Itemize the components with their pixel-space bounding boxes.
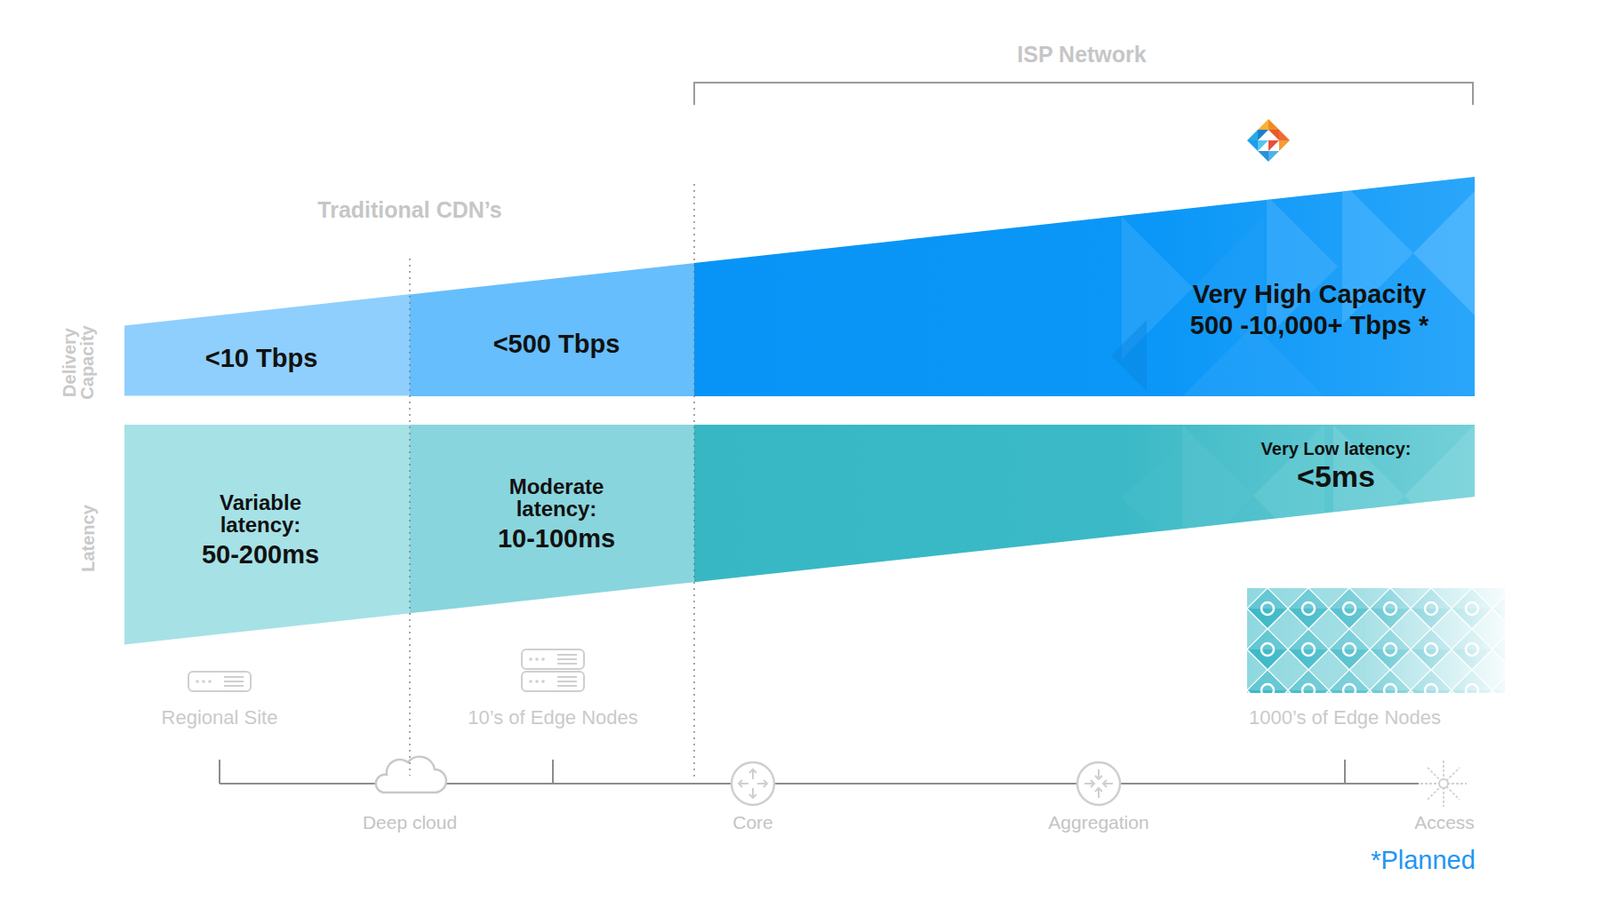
logo-triangle <box>1247 129 1258 141</box>
server-icon <box>188 672 251 692</box>
router-arrows <box>738 769 768 799</box>
server-lines <box>557 677 577 687</box>
server-icon <box>521 672 584 692</box>
latency-value: <5ms <box>1296 461 1376 494</box>
capacity-value: 500 -10,000+ Tbps * <box>1190 312 1429 339</box>
server-lines <box>557 655 577 664</box>
access-starburst <box>1420 760 1467 808</box>
icon-label: 1000’s of Edge Nodes <box>1248 708 1441 728</box>
access-hub <box>1439 779 1448 789</box>
icon-label: Regional Site <box>161 708 279 728</box>
logo-triangle <box>1268 119 1280 130</box>
latency-heading: Variable latency: <box>202 491 319 536</box>
latency-band: Variable latency: 50-200ms <box>124 424 411 646</box>
capacity-band: Very High Capacity 500 -10,000+ Tbps * <box>694 176 1475 397</box>
latency-heading: Moderate latency: <box>498 475 615 520</box>
logo-triangle <box>1257 140 1269 152</box>
logo-triangle <box>1268 140 1280 152</box>
capacity-band: <10 Tbps <box>124 294 411 397</box>
logo-triangle <box>1247 140 1258 152</box>
cloud-icon <box>376 757 447 793</box>
footnote: *Planned <box>1370 848 1476 874</box>
axis-tick <box>219 760 1345 784</box>
axis-label: Delivery Capacity <box>60 320 96 406</box>
logo-triangle <box>1268 129 1280 141</box>
axis-point-label: Core <box>732 813 774 832</box>
logo-triangle <box>1279 140 1290 152</box>
core-router-icon <box>731 762 775 806</box>
axis-point-label: Deep cloud <box>362 813 457 832</box>
band-shape <box>694 176 1475 397</box>
logo-triangle <box>1257 151 1269 162</box>
server-dot <box>528 657 533 662</box>
capacity-value: <500 Tbps <box>493 330 621 358</box>
latency-value: 10-100ms <box>497 525 616 552</box>
decor-triangle <box>1404 424 1475 568</box>
latency-heading: Very Low latency: <box>1261 440 1412 459</box>
server-icon <box>521 649 584 670</box>
latency-band: Moderate latency: 10-100ms <box>409 424 696 614</box>
divider-dotted <box>693 184 696 778</box>
latency-band: Very Low latency: <5ms <box>694 424 1475 583</box>
server-dot <box>195 680 200 684</box>
capacity-heading: Very High Capacity <box>1192 280 1427 308</box>
server-dot <box>535 680 539 684</box>
divider-dotted <box>408 258 411 776</box>
logo-triangle <box>1279 129 1290 141</box>
logo-triangle <box>1257 119 1269 130</box>
group-label: Traditional CDN’s <box>317 199 502 222</box>
server-dot <box>541 680 545 684</box>
axis-point-label: Aggregation <box>1048 813 1149 832</box>
server-dot <box>535 657 539 662</box>
isp-bracket <box>694 82 1473 105</box>
axis-point-label: Access <box>1414 813 1475 832</box>
server-dot <box>208 680 212 684</box>
logo-triangle <box>1257 129 1269 141</box>
band-shape <box>694 424 1475 583</box>
bracket-label: ISP Network <box>1016 43 1146 66</box>
latency-value: 50-200ms <box>201 541 320 568</box>
decor-triangle <box>1182 424 1254 568</box>
server-lines <box>224 677 244 687</box>
decor-triangle <box>1120 444 1183 552</box>
edge-node-pattern <box>1247 588 1505 694</box>
router-arrows <box>1084 769 1113 799</box>
band-shape <box>124 424 411 646</box>
axis-label: Latency <box>79 504 97 573</box>
aggregation-router-icon <box>1077 762 1120 806</box>
decor-triangle <box>1111 320 1147 392</box>
axis-line <box>219 783 1419 785</box>
capacity-value: <10 Tbps <box>205 344 319 372</box>
band-shape <box>124 294 411 397</box>
server-dot <box>541 657 545 662</box>
band-shape <box>409 424 696 614</box>
access-backdrop <box>1420 760 1467 808</box>
icon-label: 10’s of Edge Nodes <box>467 708 639 728</box>
capacity-band: <500 Tbps <box>409 263 696 397</box>
server-dot <box>201 680 206 684</box>
server-dot <box>528 680 533 684</box>
logo-triangle <box>1268 151 1280 162</box>
band-shape <box>409 263 696 397</box>
